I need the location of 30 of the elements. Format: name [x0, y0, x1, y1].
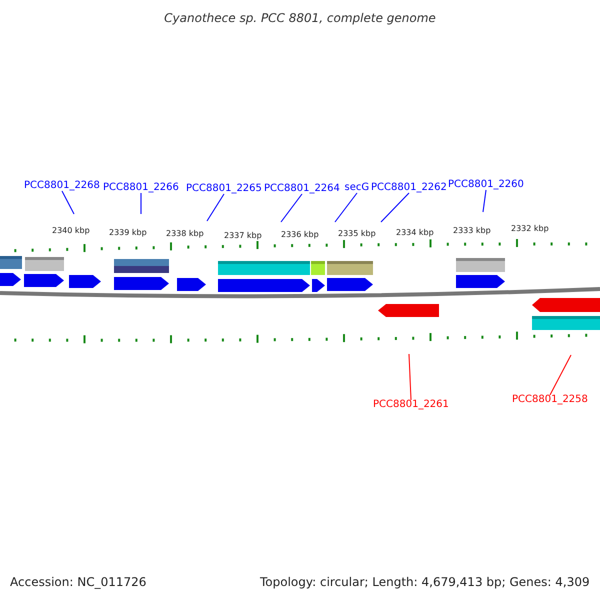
leader-line	[206, 194, 224, 222]
leader-line	[482, 190, 486, 212]
gene-label: PCC8801_2266	[103, 183, 179, 193]
gene-label: secG	[344, 183, 370, 193]
genome-info-text: Topology: circular; Length: 4,679,413 bp; Genes: 4,309	[260, 576, 590, 588]
leader-line	[380, 192, 410, 222]
gene-label: PCC8801_2268	[24, 181, 100, 191]
scale-label: 2334 kbp	[396, 229, 434, 237]
title: Cyanothece sp. PCC 8801, complete genome	[163, 12, 437, 24]
gene-label: PCC8801_2264	[264, 184, 340, 194]
scale-label: 2340 kbp	[52, 227, 90, 235]
scale-label: 2332 kbp	[511, 225, 549, 233]
leader-line	[62, 190, 74, 214]
gene-label: PCC8801_2262	[371, 183, 447, 193]
gene-label: PCC8801_2261	[373, 400, 449, 410]
leader-line	[334, 192, 358, 222]
scale-label: 2336 kbp	[281, 231, 319, 239]
scale-label: 2339 kbp	[109, 229, 147, 237]
leader-line	[140, 192, 142, 214]
scale-label: 2337 kbp	[224, 232, 262, 240]
scale-label: 2335 kbp	[338, 230, 376, 238]
gene-label: PCC8801_2260	[448, 180, 524, 190]
accession-text: Accession: NC_011726	[10, 576, 146, 588]
gene-label: PCC8801_2258	[512, 395, 588, 405]
leader-line	[408, 354, 412, 400]
scale-label: 2333 kbp	[453, 227, 491, 235]
scale-label: 2338 kbp	[166, 230, 204, 238]
gene-label: PCC8801_2265	[186, 184, 262, 194]
leader-line	[550, 354, 572, 396]
leader-line	[280, 194, 302, 222]
